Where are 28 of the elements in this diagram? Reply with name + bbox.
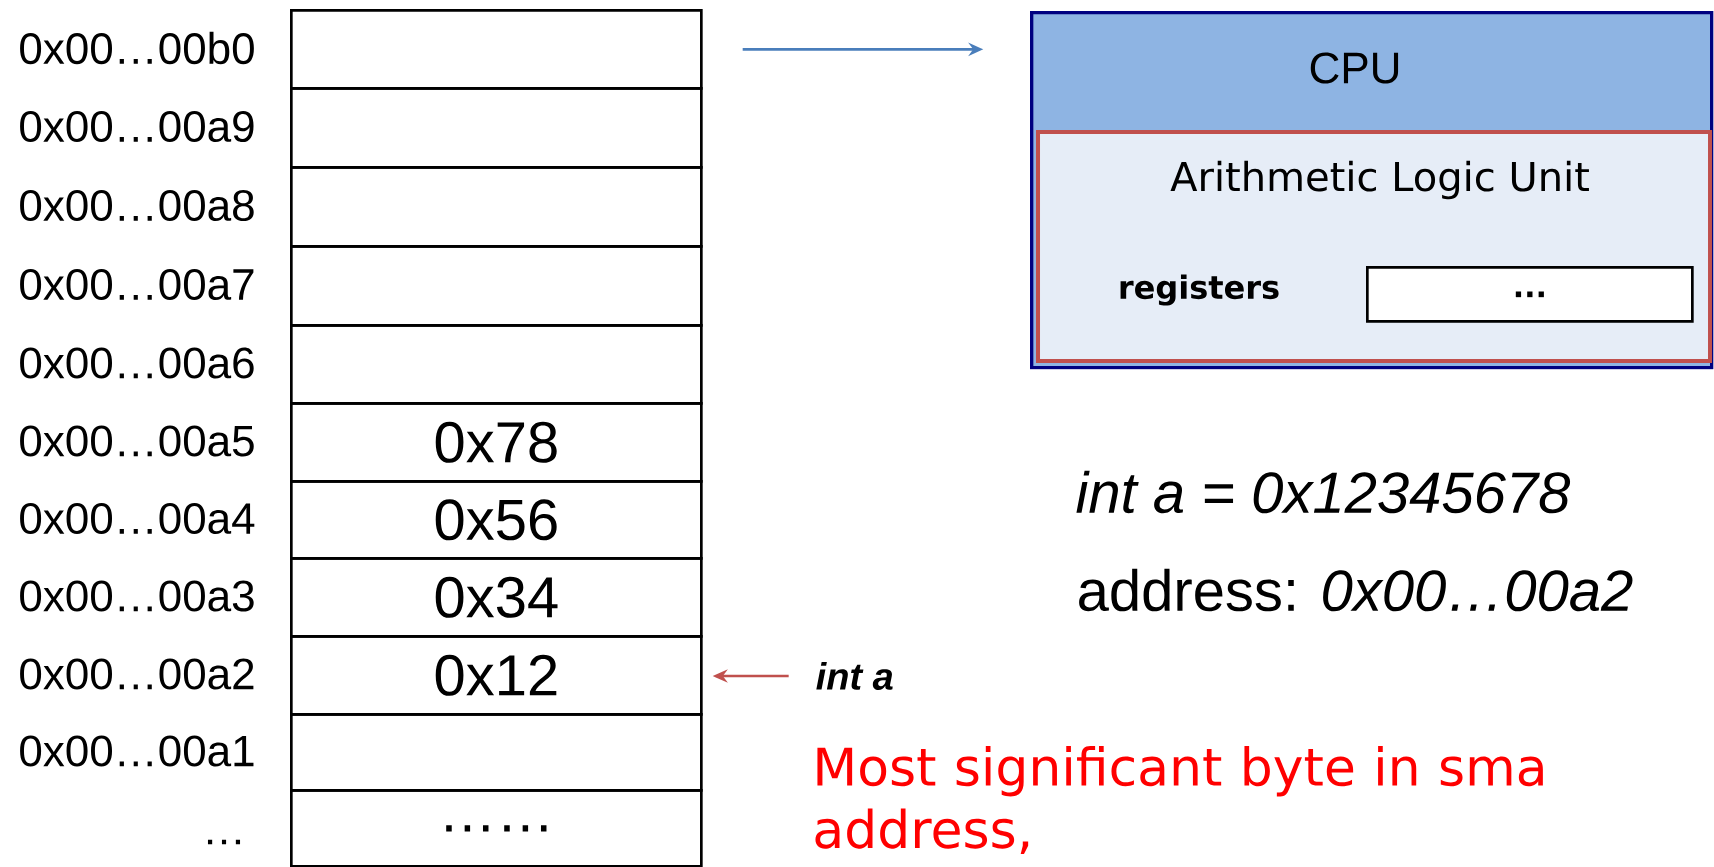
address-label: 0x00…00a7: [20, 268, 254, 301]
memory-cell: [290, 9, 703, 90]
address-label: …: [207, 839, 241, 845]
address-label: 0x00…00a6: [20, 347, 254, 379]
memory-cell: 0x12: [290, 635, 703, 716]
memory-cell: ……: [290, 789, 703, 867]
memory-cell: [290, 87, 703, 169]
memory-cell: 0x56: [290, 480, 703, 560]
memory-cell: 0x34: [290, 557, 703, 638]
address-label: 0x00…00a3: [20, 580, 254, 612]
note-text: Most significant byte in sma address,: [815, 746, 1543, 854]
address-label: 0x00…00a4: [20, 502, 255, 535]
code-line: int a = 0x12345678: [1076, 470, 1571, 514]
address-label: 0x00…00a2: [20, 658, 254, 690]
register-box: ...: [1366, 266, 1694, 323]
address-label: 0x00…00a8: [20, 189, 254, 222]
memory-cell: 0x78: [290, 402, 703, 483]
variable-label: int a: [816, 662, 893, 690]
memory-cell: [290, 713, 703, 792]
address-label: 0x00…00a1: [20, 735, 254, 767]
address-label: 0x00…00b0: [20, 31, 254, 65]
address-label: 0x00…00a5: [20, 425, 254, 457]
memory-cell: [290, 324, 703, 405]
register-label: registers: [1120, 274, 1279, 306]
address-label: 0x00…00a9: [20, 110, 254, 143]
memory-cell: [290, 245, 703, 327]
memory-cell: [290, 166, 703, 248]
address-note: address: 0x00…00a2: [1079, 568, 1633, 612]
